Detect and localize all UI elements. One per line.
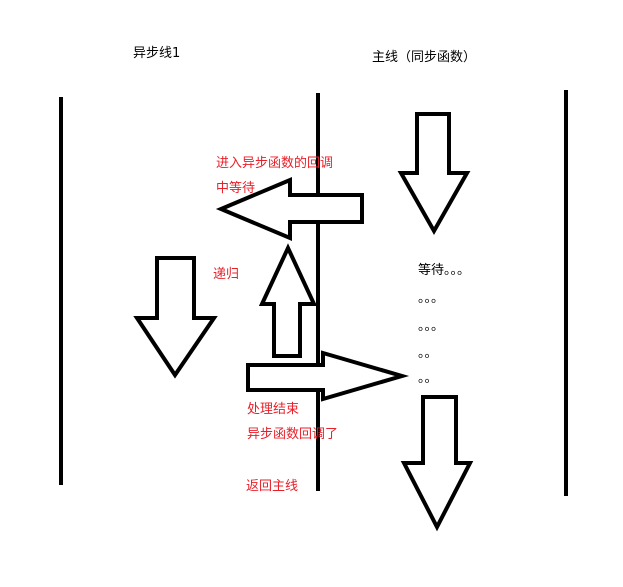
- done-note-line1: 处理结束: [247, 402, 300, 417]
- return-main-note: 返回主线: [246, 479, 299, 494]
- done-note-line2: 异步函数回调了: [247, 427, 339, 442]
- waiting-dots-row1: 。。。: [418, 291, 445, 306]
- async-down-arrow: [133, 256, 218, 379]
- recursion-up-arrow: [258, 243, 318, 358]
- waiting-dots-row3: 。。: [418, 346, 438, 361]
- main-down-arrow-bottom: [400, 395, 474, 532]
- enter-callback-note-line1: 进入异步函数的回调: [216, 156, 334, 171]
- recursion-note: 递归: [213, 267, 240, 282]
- main-down-arrow-top: [397, 112, 471, 236]
- return-right-arrow: [246, 350, 410, 402]
- waiting-label: 等待。。。: [418, 263, 471, 278]
- async-line-header: 异步线1: [133, 46, 181, 61]
- waiting-dots-row2: 。。。: [418, 319, 445, 334]
- enter-callback-note-line2: 中等待: [216, 181, 256, 196]
- main-line-header: 主线（同步函数）: [372, 50, 477, 65]
- waiting-dots-row4: 。。: [418, 371, 438, 386]
- enter-callback-left-arrow: [215, 176, 364, 242]
